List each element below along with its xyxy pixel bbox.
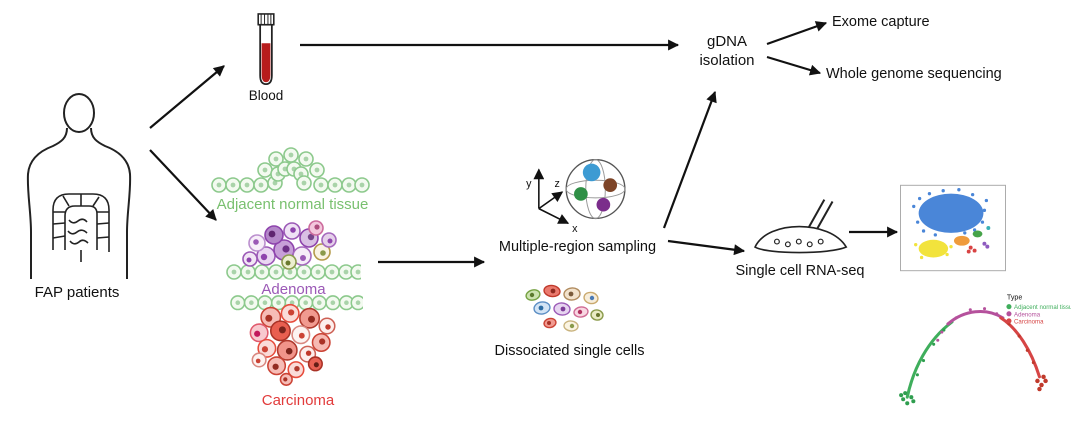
single-cell-dish-icon: [753, 199, 848, 254]
carcinoma-icon: [230, 295, 363, 386]
legend-item-normal: Adjacent normal tissue: [1014, 304, 1071, 311]
sample-dot-brown: [603, 178, 618, 192]
arrow-patient-to-blood: [149, 65, 225, 129]
pipette-icon: [807, 199, 826, 230]
sample-dot-green: [574, 187, 588, 201]
legend-item-carcinoma: Carcinoma: [1014, 318, 1044, 325]
axis-x-label: x: [572, 223, 578, 235]
dissociated-cells-icon: [525, 284, 604, 332]
adenoma-label: Adenoma: [261, 281, 326, 298]
adenoma-icon: [226, 220, 361, 280]
blood-label: Blood: [248, 88, 284, 103]
adjacent-normal-tissue-label: Adjacent normal tissue: [216, 196, 369, 213]
arrow-gdna-to-wgs: [766, 55, 822, 76]
whole-genome-sequencing-label: Whole genome sequencing: [826, 66, 1002, 82]
multi-region-sampling-label: Multiple-region sampling: [498, 239, 657, 255]
legend-dot-carcinoma: [1006, 318, 1012, 324]
blood-tube-icon: [257, 13, 275, 86]
legend-item-adenoma: Adenoma: [1014, 311, 1041, 318]
single-cell-rnaseq-label: Single cell RNA-seq: [735, 263, 865, 279]
patient-body-icon: [26, 93, 132, 279]
axis-y-label: y: [526, 178, 532, 190]
carcinoma-label: Carcinoma: [261, 392, 335, 409]
adjacent-normal-tissue-icon: [211, 147, 370, 193]
arrow-sampling-to-scrna: [667, 239, 746, 256]
tsne-plot-icon: [900, 184, 1006, 272]
gdna-isolation-label: gDNA isolation: [686, 33, 768, 71]
dissociated-cells-label: Dissociated single cells: [494, 343, 645, 359]
colon-icon: [52, 193, 110, 262]
sample-dot-purple: [596, 197, 611, 212]
arrow-sampling-to-gdna: [662, 90, 717, 229]
gdna-line2: isolation: [699, 51, 755, 69]
trajectory-plot-icon: Type Adjacent normal tissue Adenoma Carc…: [899, 294, 1071, 406]
multi-region-sampling-icon: y z x: [526, 159, 626, 235]
legend-dot-adenoma: [1006, 311, 1012, 317]
arrow-gdna-to-exome: [766, 21, 828, 46]
exome-capture-label: Exome capture: [832, 14, 930, 30]
sample-dot-blue: [582, 163, 601, 182]
trajectory-legend: Type Adjacent normal tissue Adenoma Carc…: [1006, 294, 1071, 325]
axis-z-label: z: [554, 178, 559, 190]
fap-patients-label: FAP patients: [34, 284, 120, 301]
legend-title: Type: [1007, 294, 1022, 302]
gdna-line1: gDNA: [706, 33, 747, 50]
legend-dot-normal: [1006, 304, 1012, 310]
